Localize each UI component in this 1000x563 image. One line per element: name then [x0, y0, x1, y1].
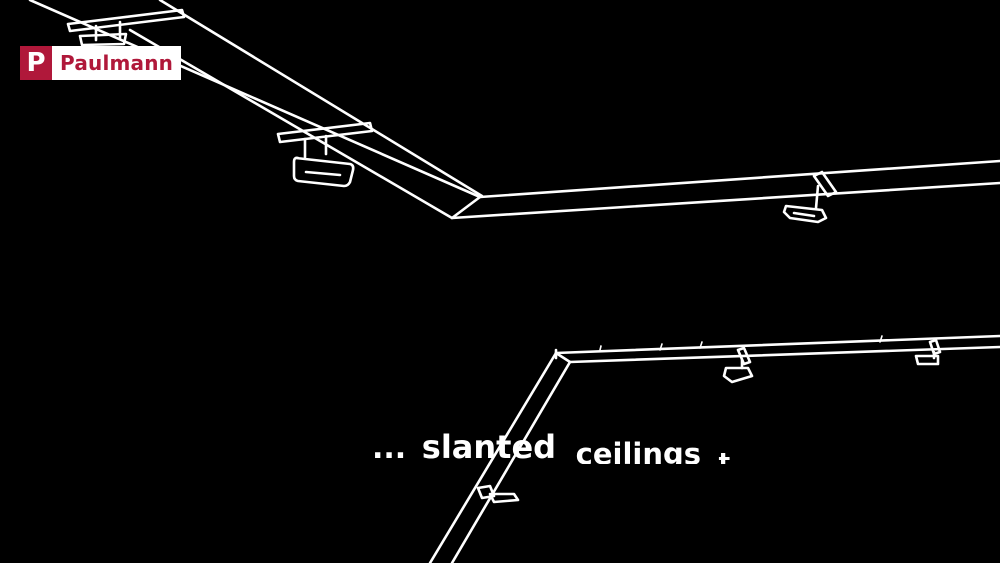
- brand-logo-mark: P: [20, 46, 52, 80]
- rail-detail-marks: [599, 335, 883, 351]
- caption-prefix: ...: [372, 431, 407, 464]
- video-caption: ... slanted ceilings t: [372, 428, 730, 464]
- lower-track-rail: [428, 334, 1000, 563]
- caption-word-ceilings: ceilings: [575, 437, 702, 464]
- caption-word-slanted: slanted: [421, 428, 557, 464]
- spotlight-fixture-lower-right: [914, 338, 942, 366]
- spotlight-fixture-upper-right: [782, 170, 838, 224]
- brand-logo: P Paulmann: [20, 46, 182, 80]
- brand-name: Paulmann: [60, 51, 174, 75]
- spotlight-fixture-top-left: [66, 8, 186, 47]
- upper-track-rail: [28, 0, 1000, 220]
- spotlight-fixture-lower-left: [476, 484, 520, 504]
- spotlight-fixture-lower-middle: [722, 346, 754, 384]
- caption-word-partial: t: [718, 448, 731, 464]
- spotlight-fixture-upper-middle: [276, 121, 374, 188]
